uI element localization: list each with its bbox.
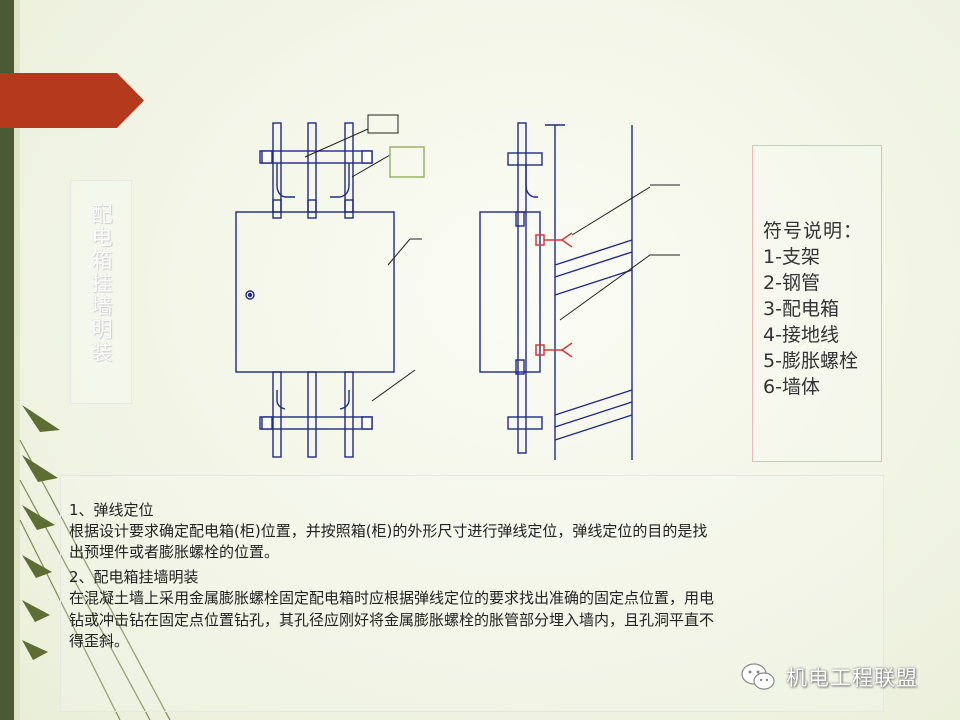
watermark: 机电工程联盟 (740, 662, 918, 692)
title-banner (0, 73, 144, 128)
step1-heading: 1、弹线定位 (69, 501, 154, 519)
vertical-title: 配电箱挂墙明装 (89, 203, 113, 364)
legend-item-wall: 6-墙体 (763, 376, 820, 398)
step2-line1: 在混凝土墙上采用金属膨胀螺栓固定配电箱时应根据弹线定位的要求找出准确的固定点位置… (69, 589, 715, 607)
watermark-text: 机电工程联盟 (786, 666, 918, 690)
step2-line2: 钻或冲击钻在固定点位置钻孔，其孔径应刚好将金属膨胀螺栓的胀管部分埋入墙内，且孔洞… (69, 611, 715, 629)
left-accent-strip (0, 0, 14, 720)
step1-line2: 出预埋件或者膨胀螺栓的位置。 (69, 543, 280, 561)
legend-item-expansion-bolt: 5-膨胀螺栓 (763, 350, 858, 372)
left-accent-strip-light (14, 0, 20, 720)
legend-title: 符号说明： (763, 220, 864, 242)
legend-box: 符号说明： 1-支架 2-钢管 3-配电箱 4-接地线 5-膨胀螺栓 6-墙体 (752, 145, 882, 462)
installation-drawing (235, 114, 680, 460)
vertical-title-box: 配电箱挂墙明装 (70, 180, 132, 404)
step2-line3: 得歪斜。 (69, 632, 130, 650)
legend-item-bracket: 1-支架 (763, 246, 820, 268)
step2-heading: 2、配电箱挂墙明装 (69, 568, 199, 586)
legend-item-ground-wire: 4-接地线 (763, 324, 839, 346)
wechat-icon (741, 663, 775, 690)
legend-item-distribution-box: 3-配电箱 (763, 298, 839, 320)
step1-line1: 根据设计要求确定配电箱(柜)位置，并按照箱(柜)的外形尺寸进行弹线定位，弹线定位… (69, 522, 708, 540)
legend-item-steel-pipe: 2-钢管 (763, 272, 820, 294)
